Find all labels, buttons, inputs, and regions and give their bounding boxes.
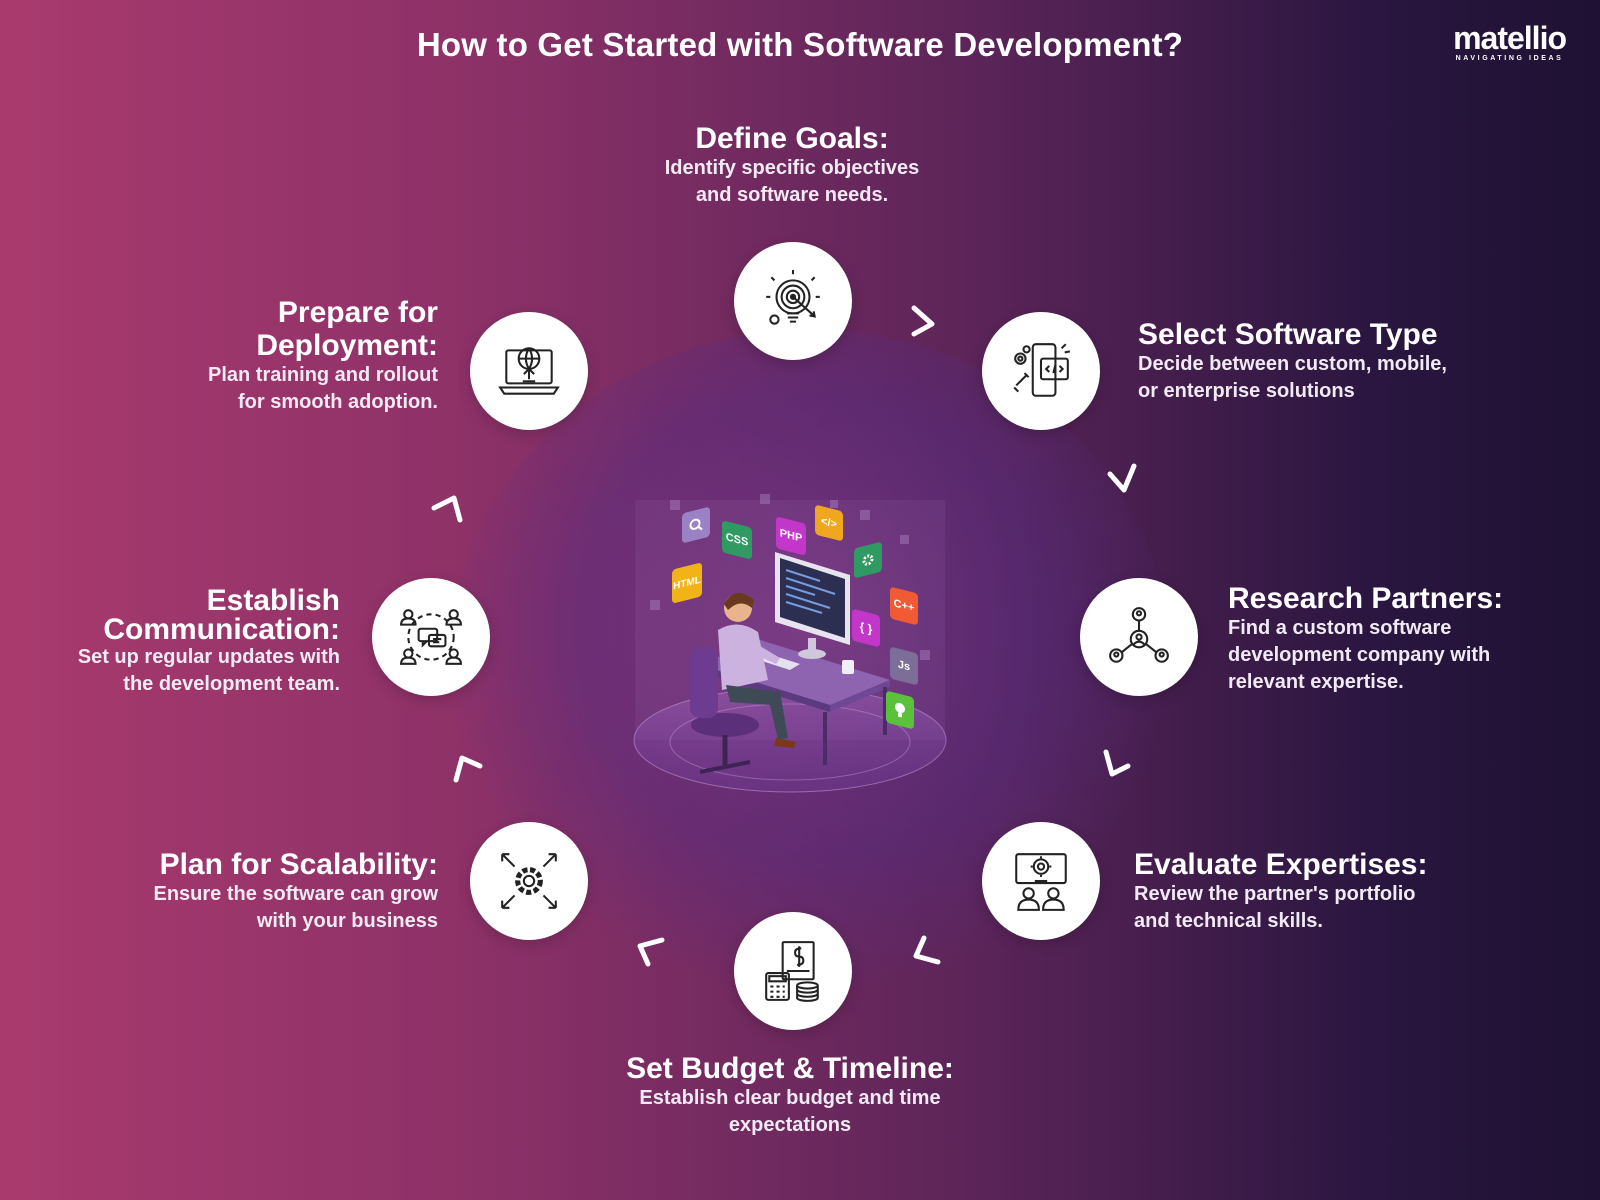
research-partners-node <box>1080 578 1198 696</box>
set-budget-timeline-title: Set Budget & Timeline: <box>626 1052 954 1085</box>
select-software-type-title: Select Software Type <box>1138 318 1438 351</box>
select-software-type-desc: Decide between custom, mobile, or enterp… <box>1138 351 1558 405</box>
badge-html-label: HTML <box>673 574 701 592</box>
badge-js-label: Js <box>897 658 911 674</box>
matellio-logo: matellio NAVIGATING IDEAS <box>1453 20 1567 62</box>
badge-braces: { } <box>852 608 880 648</box>
prepare-for-deployment-desc: Plan training and rollout for smooth ado… <box>100 362 438 416</box>
prepare-for-deployment-title: Prepare for Deployment: <box>100 296 438 362</box>
badge-gear <box>854 541 882 579</box>
research-partners-line-1: Find a custom software <box>1228 617 1452 639</box>
research-partners-line-3: relevant expertise. <box>1228 671 1404 693</box>
plan-for-scalability-step: Plan for Scalability: Ensure the softwar… <box>40 848 438 935</box>
prepare-for-deployment-node <box>470 312 588 430</box>
chevron-icon <box>1098 748 1132 782</box>
evaluate-expertises-title: Evaluate Expertises: <box>1134 848 1428 881</box>
establish-communication-title-1: Establish <box>206 584 340 617</box>
logo-wordmark: matellio <box>1453 20 1567 56</box>
set-budget-timeline-step: Set Budget & Timeline: Establish clear b… <box>560 1052 1020 1139</box>
establish-communication-line-2: the development team. <box>123 673 340 695</box>
select-software-type-line-2: or enterprise solutions <box>1138 380 1355 402</box>
chevron-icon <box>1106 462 1140 496</box>
badge-search <box>682 506 710 544</box>
badge-cpp: C++ <box>890 586 918 626</box>
establish-communication-desc: Set up regular updates with the developm… <box>40 644 340 698</box>
evaluate-expertises-step: Evaluate Expertises: Review the partner'… <box>1134 848 1534 935</box>
plan-for-scalability-desc: Ensure the software can grow with your b… <box>40 881 438 935</box>
team-gear-icon <box>1015 853 1067 911</box>
prepare-for-deployment-line-1: Plan training and rollout <box>208 364 438 386</box>
prepare-for-deployment-title-2: Deployment: <box>256 329 438 362</box>
set-budget-timeline-line-2: expectations <box>728 1114 852 1136</box>
establish-communication-node <box>372 578 490 696</box>
set-budget-timeline-desc: Establish clear budget and time expectat… <box>560 1085 1020 1139</box>
establish-communication-line-1: Set up regular updates with <box>77 646 340 668</box>
prepare-for-deployment-step: Prepare for Deployment: Plan training an… <box>100 296 438 416</box>
establish-communication-title-2: Communication: <box>103 613 340 646</box>
evaluate-expertises-line-2: and technical skills. <box>1134 910 1323 932</box>
mobile-code-icon <box>1013 343 1071 397</box>
define-goals-node <box>734 242 852 360</box>
define-goals-line-1: Identify specific objectives <box>664 157 920 179</box>
research-partners-line-2: development company with <box>1228 644 1491 666</box>
small-lightbulb-icon <box>895 702 905 718</box>
set-budget-timeline-node <box>734 912 852 1030</box>
research-partners-desc: Find a custom software development compa… <box>1228 615 1588 696</box>
badge-cpp-label: C++ <box>893 597 915 615</box>
define-goals-line-2: and software needs. <box>695 184 889 206</box>
plan-for-scalability-node <box>470 822 588 940</box>
evaluate-expertises-line-1: Review the partner's portfolio <box>1134 883 1416 905</box>
prepare-for-deployment-title-1: Prepare for <box>277 296 438 329</box>
chevron-icon <box>430 492 464 526</box>
plan-for-scalability-line-1: Ensure the software can grow <box>153 883 438 905</box>
prepare-for-deployment-line-2: for smooth adoption. <box>238 391 438 413</box>
select-software-type-line-1: Decide between custom, mobile, <box>1138 353 1447 375</box>
logo-tagline: NAVIGATING IDEAS <box>1455 55 1564 62</box>
network-people-icon <box>1109 607 1169 663</box>
badge-bulb <box>886 690 914 730</box>
evaluate-expertises-desc: Review the partner's portfolio and techn… <box>1134 881 1534 935</box>
select-software-type-node <box>982 312 1100 430</box>
select-software-type-step: Select Software Type Decide between cust… <box>1138 318 1558 405</box>
establish-communication-title: Establish Communication: <box>40 584 340 646</box>
budget-calculator-icon <box>765 941 819 1002</box>
gear-expand-icon <box>501 853 557 909</box>
chevron-icon <box>450 752 484 786</box>
establish-communication-step: Establish Communication: Set up regular … <box>40 586 340 698</box>
research-partners-step: Research Partners: Find a custom softwar… <box>1228 582 1588 696</box>
team-chat-icon <box>400 609 462 665</box>
badge-css-label: CSS <box>725 531 749 549</box>
plan-for-scalability-line-2: with your business <box>256 910 438 932</box>
magnifier-icon <box>689 518 703 531</box>
chevron-icon <box>910 934 944 968</box>
page-title: How to Get Started with Software Develop… <box>416 26 1184 63</box>
set-budget-timeline-line-1: Establish clear budget and time <box>639 1087 941 1109</box>
define-goals-step: Define Goals: Identify specific objectiv… <box>592 122 992 209</box>
badge-js: Js <box>890 646 918 686</box>
evaluate-expertises-node <box>982 822 1100 940</box>
badge-code-label: </> <box>821 515 837 531</box>
define-goals-desc: Identify specific objectives and softwar… <box>592 155 992 209</box>
laptop-globe-upload-icon <box>498 347 560 395</box>
badge-braces-label: { } <box>859 619 873 637</box>
chevron-icon <box>634 934 668 968</box>
plan-for-scalability-title: Plan for Scalability: <box>159 848 438 881</box>
small-gear-icon <box>862 554 874 566</box>
badge-php-label: PHP <box>779 527 803 545</box>
research-partners-title: Research Partners: <box>1228 582 1504 615</box>
define-goals-title: Define Goals: <box>695 122 889 155</box>
chevron-icon <box>906 304 940 338</box>
target-lightbulb-icon <box>766 270 820 325</box>
